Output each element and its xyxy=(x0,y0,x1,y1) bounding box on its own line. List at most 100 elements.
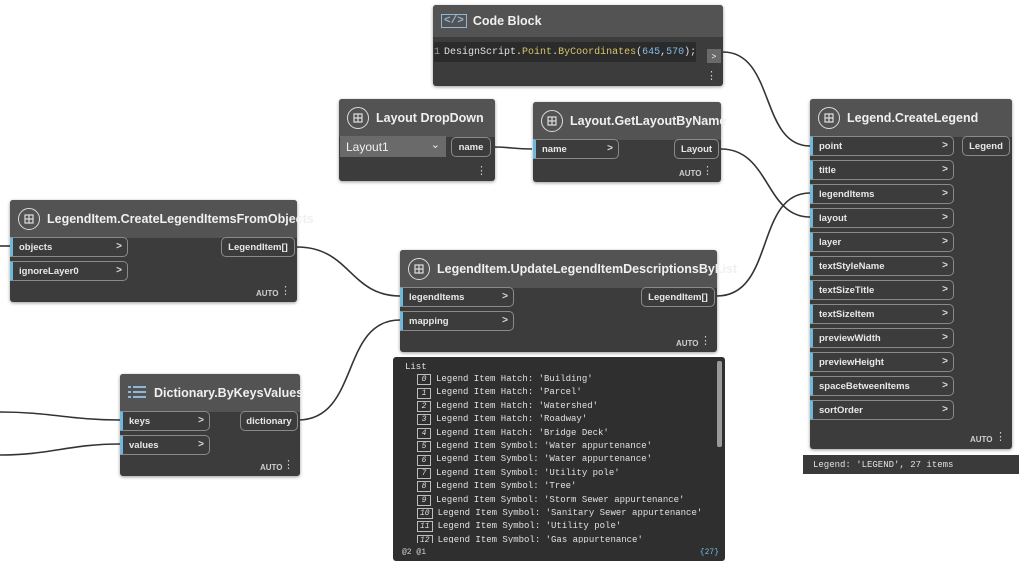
line-number: 1 xyxy=(434,46,441,58)
dynamo-node-icon xyxy=(408,258,430,280)
dictionary-list-icon xyxy=(128,385,146,402)
code-number: 645 xyxy=(642,46,661,58)
output-port-legend[interactable]: Legend xyxy=(962,136,1010,156)
port-label: legendItems xyxy=(409,291,465,303)
output-port-legenditems[interactable]: LegendItem[] xyxy=(221,237,295,257)
input-port-layout[interactable]: layout> xyxy=(810,208,954,228)
get-layout-node[interactable]: Layout.GetLayoutByName name> Layout AUTO… xyxy=(533,102,726,182)
node-title: Dictionary.ByKeysValues xyxy=(154,386,304,400)
output-port-dictionary[interactable]: dictionary xyxy=(240,411,298,431)
list-item-text: Legend Item Symbol: 'Water appurtenance' xyxy=(436,440,653,451)
output-port-name[interactable]: name xyxy=(451,137,491,157)
menu-dots-icon[interactable]: ⋮ xyxy=(476,165,487,177)
input-port-title[interactable]: title> xyxy=(810,160,954,180)
input-port-spacebetweenitems[interactable]: spaceBetweenItems> xyxy=(810,376,954,396)
input-port-legenditems[interactable]: legendItems> xyxy=(810,184,954,204)
list-item-index: 9 xyxy=(417,494,431,506)
input-port-keys[interactable]: keys> xyxy=(120,411,210,431)
input-port-previewheight[interactable]: previewHeight > xyxy=(810,352,954,372)
output-port-legenditems[interactable]: LegendItem[] xyxy=(641,287,715,307)
input-port-legenditems[interactable]: legendItems > xyxy=(400,287,514,307)
menu-dots-icon[interactable]: ⋮ xyxy=(283,459,294,471)
list-item-index: 3 xyxy=(417,414,431,426)
input-port-textstylename[interactable]: textStyleName> xyxy=(810,256,954,276)
chevron-right-icon: > xyxy=(942,236,948,247)
menu-dots-icon[interactable]: ⋮ xyxy=(700,335,711,347)
layout-select[interactable]: Layout1 ⌄ xyxy=(340,136,446,157)
list-item-text: Legend Item Hatch: 'Roadway' xyxy=(436,414,588,425)
list-item-text: Legend Item Hatch: 'Bridge Deck' xyxy=(436,427,609,438)
port-label: values xyxy=(129,439,159,451)
input-port-sortorder[interactable]: sortOrder> xyxy=(810,400,954,420)
wire-in-keys xyxy=(0,411,121,421)
wire-create-to-update xyxy=(296,246,401,297)
update-legend-items-node[interactable]: LegendItem.UpdateLegendItemDescriptionsB… xyxy=(400,250,737,352)
input-port-point[interactable]: point> xyxy=(810,136,954,156)
code-block-node[interactable]: </> Code Block > ⋮ xyxy=(433,5,723,86)
chevron-down-icon: ⌄ xyxy=(430,139,440,151)
list-levels: @2 @1 xyxy=(402,548,427,557)
menu-dots-icon[interactable]: ⋮ xyxy=(995,431,1006,443)
node-title: Layout.GetLayoutByName xyxy=(570,114,727,128)
port-label: textStyleName xyxy=(819,260,885,272)
code-editor-line[interactable]: 1 DesignScript.Point.ByCoordinates(645,5… xyxy=(434,42,696,62)
code-dot: . xyxy=(516,46,523,58)
input-port-previewwidth[interactable]: previewWidth> xyxy=(810,328,954,348)
lacing-label: AUTO xyxy=(970,435,993,444)
input-port-textsizeitem[interactable]: textSizeItem> xyxy=(810,304,954,324)
port-label: keys xyxy=(129,415,151,427)
chevron-right-icon: > xyxy=(942,356,948,367)
create-legend-node[interactable]: Legend.CreateLegend point> title> legend… xyxy=(810,99,1012,449)
input-port-mapping[interactable]: mapping> xyxy=(400,311,514,331)
chevron-right-icon: > xyxy=(942,380,948,391)
code-dot: . xyxy=(552,46,559,58)
list-item-index: 2 xyxy=(417,400,431,412)
menu-dots-icon[interactable]: ⋮ xyxy=(706,70,717,82)
list-item: 3 Legend Item Hatch: 'Roadway' xyxy=(399,413,711,426)
chevron-right-icon: > xyxy=(116,241,122,252)
output-port-layout[interactable]: Layout xyxy=(674,139,719,159)
scrollbar[interactable] xyxy=(717,361,722,447)
port-label: previewWidth xyxy=(819,332,881,344)
menu-dots-icon[interactable]: ⋮ xyxy=(280,285,291,297)
input-port-textsizetitle[interactable]: textSizeTitle> xyxy=(810,280,954,300)
list-item-text: Legend Item Symbol: 'Sanitary Sewer appu… xyxy=(437,507,703,518)
lacing-label: AUTO xyxy=(679,169,702,178)
port-label: name xyxy=(542,143,567,155)
dynamo-node-icon xyxy=(818,107,840,129)
code-namespace: DesignScript xyxy=(444,46,517,58)
input-port-layer[interactable]: layer> xyxy=(810,232,954,252)
chevron-right-icon: > xyxy=(502,291,508,302)
input-port-name[interactable]: name> xyxy=(533,139,619,159)
code-class: Point xyxy=(522,46,553,58)
dynamo-node-icon xyxy=(541,110,563,132)
list-item-index: 7 xyxy=(417,467,431,479)
layout-select-value: Layout1 xyxy=(346,139,389,154)
list-item-index: 0 xyxy=(417,374,431,386)
input-port-values[interactable]: values > xyxy=(120,435,210,455)
list-item-text: Legend Item Symbol: 'Storm Sewer appurte… xyxy=(436,494,685,505)
chevron-right-icon: > xyxy=(942,140,948,151)
node-title: LegendItem.UpdateLegendItemDescriptionsB… xyxy=(437,262,738,276)
menu-dots-icon[interactable]: ⋮ xyxy=(702,165,713,177)
create-legend-items-node[interactable]: LegendItem.CreateLegendItemsFromObjects … xyxy=(10,200,314,302)
chevron-right-icon: > xyxy=(942,188,948,199)
dictionary-node[interactable]: Dictionary.ByKeysValues keys> values > di… xyxy=(120,374,304,476)
node-title: Layout DropDown xyxy=(376,111,484,125)
input-port-objects[interactable]: objects> xyxy=(10,237,128,257)
list-count: {27} xyxy=(699,548,719,557)
chevron-right-icon: > xyxy=(942,164,948,175)
code-block-output-port[interactable]: > xyxy=(707,49,721,63)
port-label: mapping xyxy=(409,315,449,327)
chevron-right-icon: > xyxy=(198,439,204,450)
lacing-label: AUTO xyxy=(256,289,279,298)
port-label: previewHeight xyxy=(819,356,884,368)
list-item-index: 11 xyxy=(417,521,433,533)
input-port-ignorelayer0[interactable]: ignoreLayer0> xyxy=(10,261,128,281)
